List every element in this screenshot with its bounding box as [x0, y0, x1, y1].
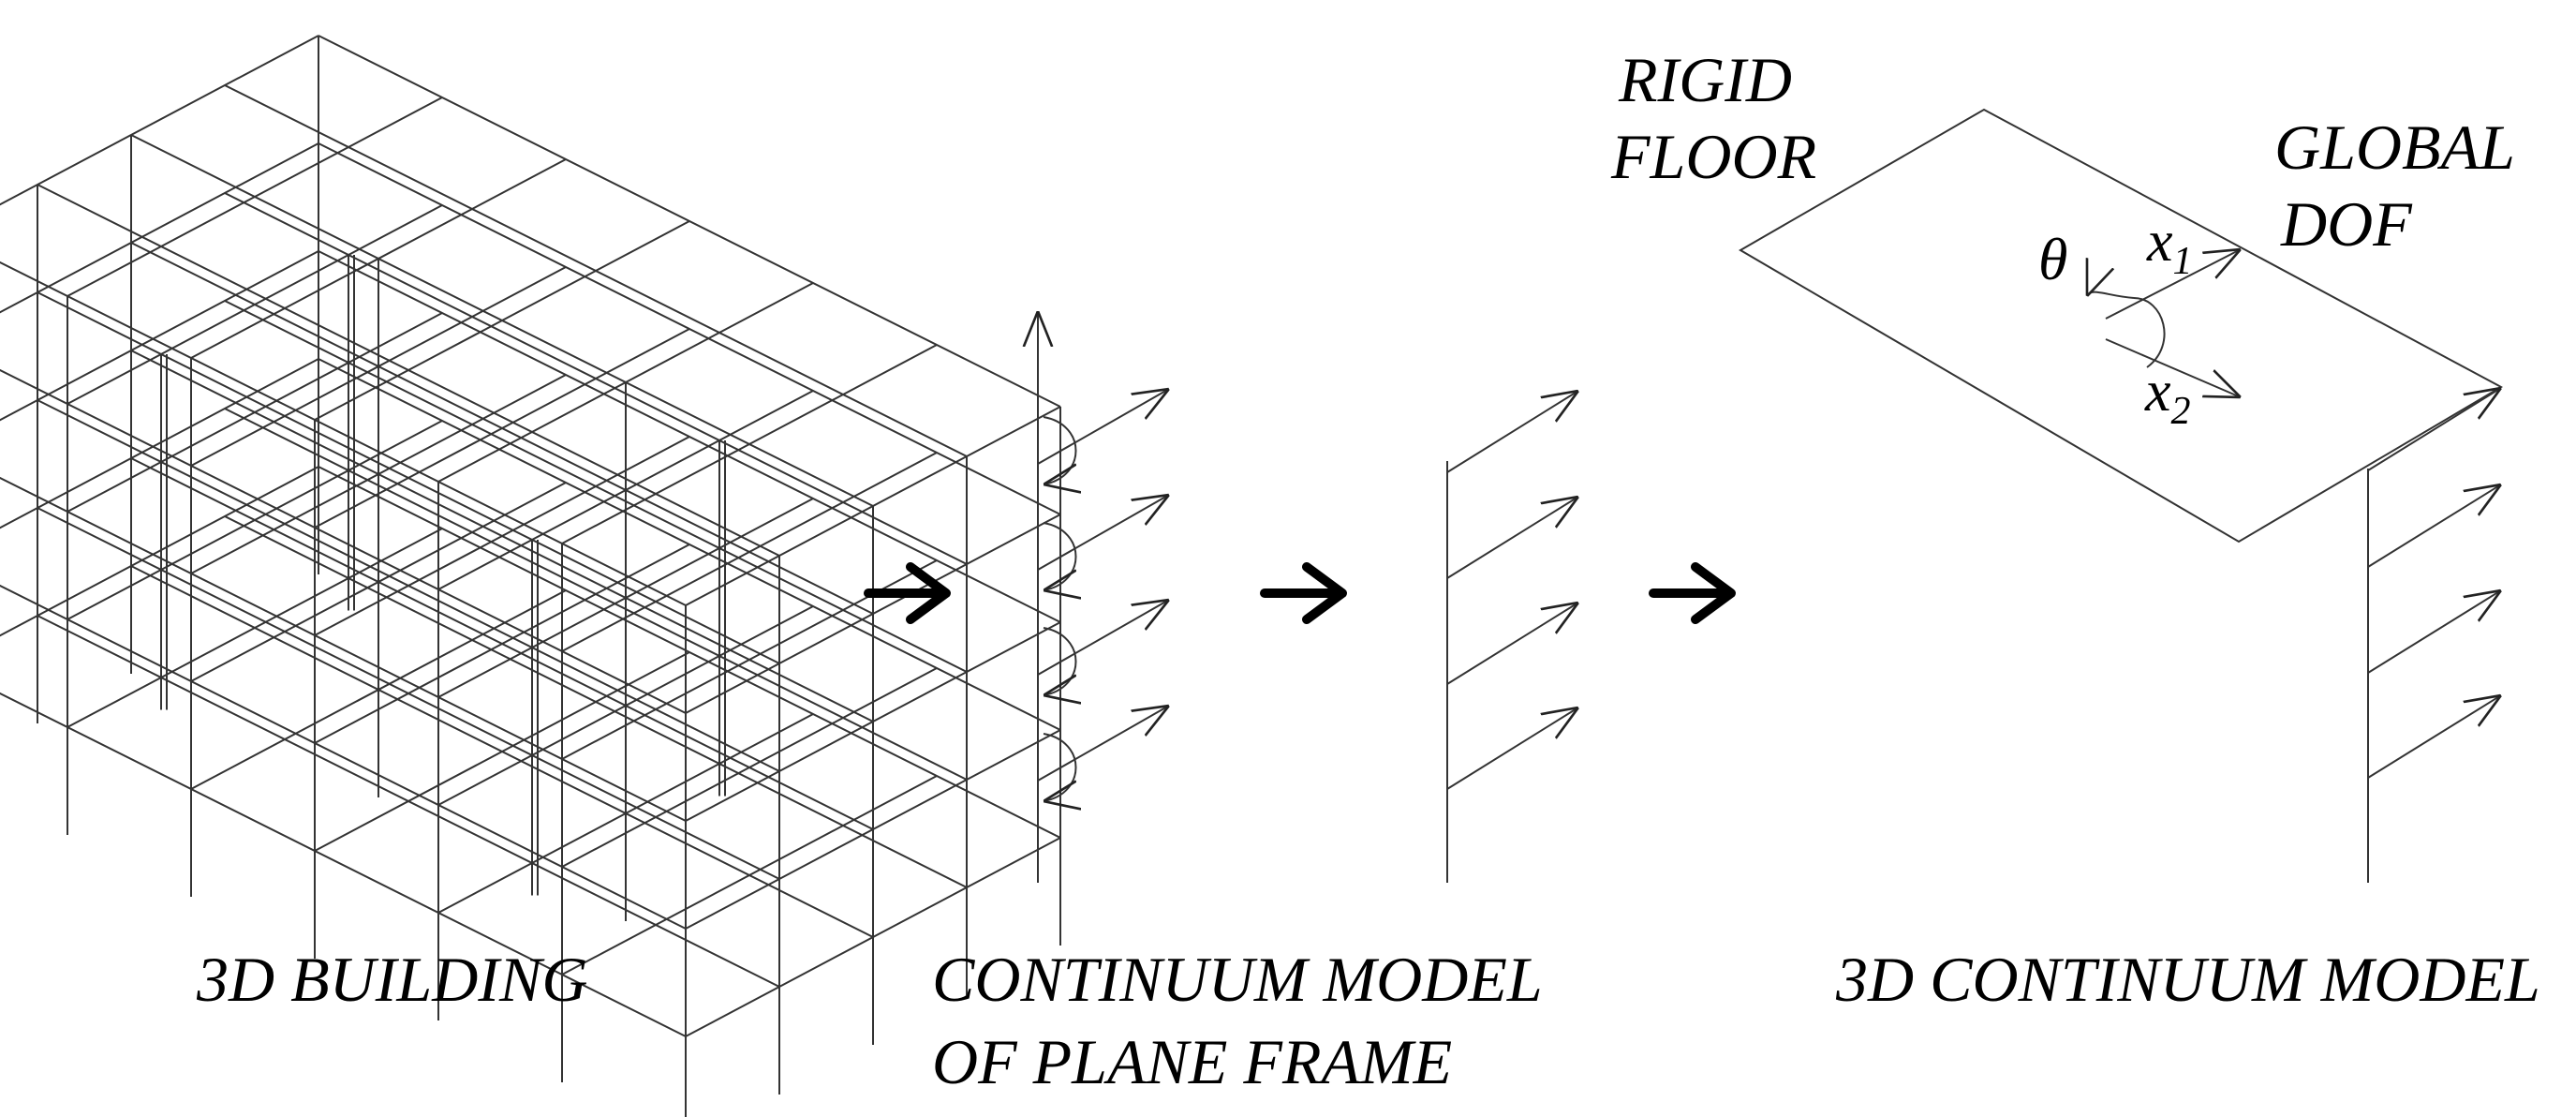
load-arrow — [1037, 389, 1169, 465]
floor-grid-line — [130, 350, 874, 722]
load-arrow — [2367, 695, 2501, 779]
floor-grid-line — [37, 615, 780, 988]
floor-grid-line — [224, 192, 968, 565]
right-arrow-icon — [864, 562, 951, 624]
rotation-arrow — [1044, 733, 1076, 801]
right-arrow-icon — [1649, 562, 1736, 624]
rigid-floor-label: RIGID — [1618, 44, 1792, 115]
continuum-model-caption: 3D CONTINUUM MODEL — [1835, 944, 2540, 1015]
plane-frame-caption: CONTINUUM MODEL — [932, 944, 1543, 1015]
rotation-arrow — [1044, 627, 1076, 695]
load-arrow — [1037, 706, 1169, 782]
rigid-floor-model — [1739, 108, 2504, 883]
rigid-floor-plate — [1739, 108, 2504, 544]
global-dof-label: DOF — [2280, 188, 2413, 260]
floor-grid-line — [130, 457, 874, 830]
load-arrow — [1037, 600, 1169, 676]
rotation-arrow — [1044, 522, 1076, 590]
plane-frame-model — [1038, 311, 1169, 883]
load-arrow — [1446, 391, 1578, 473]
theta-rotation-arrow — [2087, 292, 2135, 298]
floor-grid-line — [318, 250, 1061, 623]
floor-grid-line — [0, 584, 687, 930]
floor-grid-line — [130, 565, 874, 938]
floor-grid-line — [37, 507, 780, 880]
load-arrow — [1446, 497, 1578, 579]
x2-label: x2 — [2144, 360, 2191, 433]
floor-grid-line — [224, 84, 968, 457]
floor-grid-line — [0, 261, 687, 606]
global-dof-label: GLOBAL — [2274, 112, 2515, 183]
load-arrow — [1446, 707, 1578, 790]
load-arrow — [2367, 484, 2501, 568]
x2-arrow — [2105, 338, 2241, 397]
rigid-floor-label: FLOOR — [1610, 121, 1816, 192]
floor-grid-line — [318, 142, 1061, 515]
floor-grid-line — [318, 466, 1061, 839]
x1-label: x1 — [2146, 210, 2193, 283]
floor-grid-line — [130, 134, 874, 507]
load-arrow — [2367, 590, 2501, 674]
building-caption: 3D BUILDING — [196, 944, 587, 1015]
floor-grid-line — [37, 184, 780, 557]
load-arrow — [1446, 603, 1578, 685]
floor-grid-line — [130, 242, 874, 615]
floor-grid-line — [224, 300, 968, 673]
floor-grid-line — [0, 368, 687, 714]
right-arrow-icon — [1260, 562, 1347, 624]
load-arrow — [1037, 495, 1169, 571]
floor-grid-line — [318, 358, 1061, 731]
theta-rotation-arc — [2133, 297, 2166, 368]
x1-arrow — [2105, 249, 2241, 320]
floor-grid-line — [0, 476, 687, 822]
floor-grid-line — [37, 399, 780, 772]
plane-frame-caption: OF PLANE FRAME — [932, 1026, 1452, 1097]
floor-grid-line — [318, 35, 1061, 408]
3d-building-wireframe — [0, 35, 1061, 1117]
theta-symbol: θ — [2038, 226, 2067, 292]
lateral-load-model — [1446, 391, 1578, 883]
load-arrow — [2367, 388, 2501, 471]
rotation-arrow — [1044, 416, 1076, 484]
